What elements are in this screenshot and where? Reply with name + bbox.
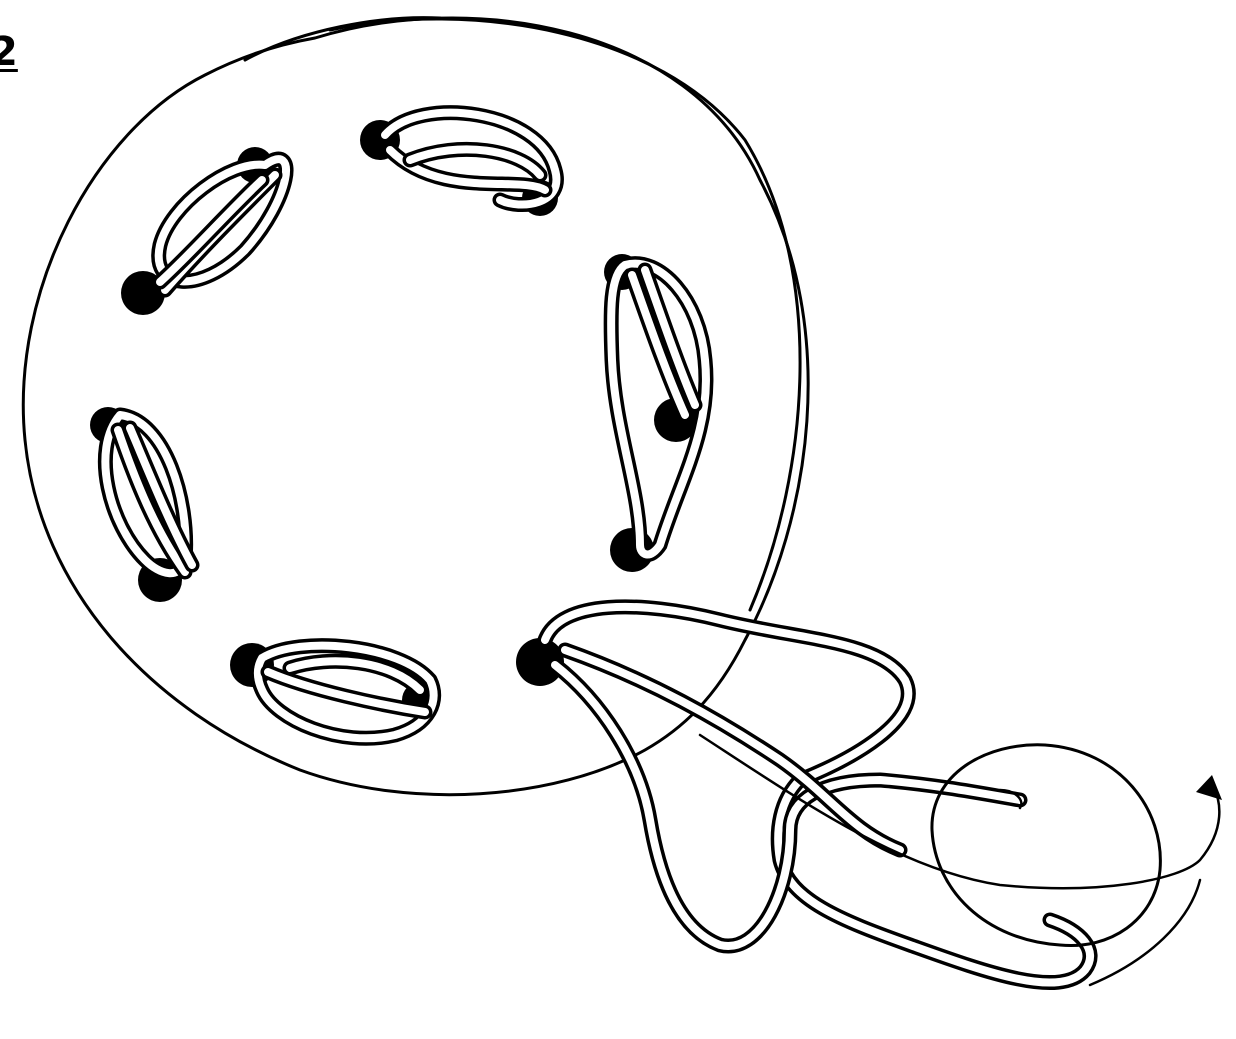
cord-loop-left <box>105 415 192 573</box>
arrowhead-icon <box>1196 775 1222 800</box>
cord-loop-upper-left <box>159 159 286 290</box>
cord-tail-loops <box>545 607 1090 983</box>
disc-rim-edge <box>245 18 440 60</box>
disc-inner-rim <box>330 19 800 610</box>
cord-loop-top <box>385 113 556 205</box>
